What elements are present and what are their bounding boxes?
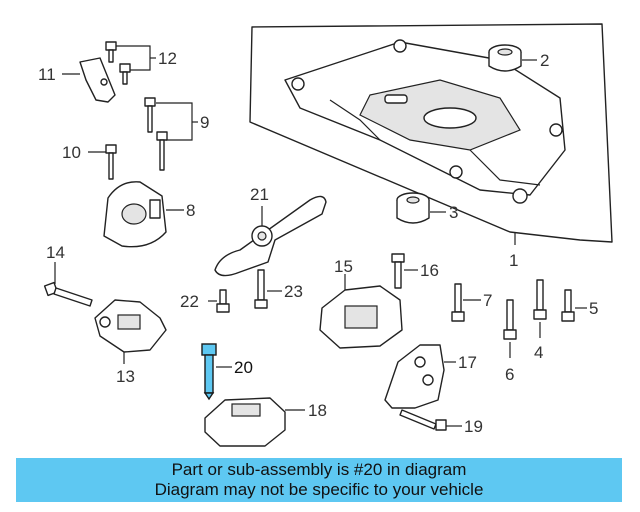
mount-part-18	[204, 397, 286, 447]
callout-5: 5	[589, 299, 598, 318]
callout-12: 12	[158, 49, 177, 68]
callout-1: 1	[509, 251, 518, 270]
bushing-part-3	[396, 192, 430, 224]
callout-21: 21	[250, 185, 269, 204]
bolt-part-16	[391, 253, 405, 289]
callout-11: 11	[38, 65, 56, 84]
bolts-part-12	[105, 41, 131, 85]
transmission-mount-part-15	[319, 285, 403, 349]
callout-6: 6	[505, 365, 514, 384]
torque-arm-part-21	[214, 195, 327, 277]
caption-line-2: Diagram may not be specific to your vehi…	[154, 480, 484, 499]
callout-2: 2	[540, 51, 549, 70]
bolt-part-4	[533, 279, 547, 320]
callout-17: 17	[458, 353, 477, 372]
callout-23: 23	[284, 282, 303, 301]
caption-line-1: Part or sub-assembly is #20 in diagram	[171, 460, 467, 479]
bracket-part-11	[79, 57, 116, 103]
callout-14: 14	[46, 243, 65, 262]
caption-banner: Part or sub-assembly is #20 in diagram D…	[16, 458, 622, 502]
subframe-inset	[249, 23, 613, 243]
bracket-part-17	[384, 344, 445, 409]
callout-19: 19	[464, 417, 483, 436]
bolt-part-20-highlighted[interactable]	[201, 343, 217, 401]
engine-mount-part-8	[103, 181, 167, 248]
callout-20: 20	[234, 358, 253, 377]
leader-lines	[54, 45, 587, 427]
callout-7: 7	[483, 291, 492, 310]
callout-18: 18	[308, 401, 327, 420]
bolt-part-10	[105, 144, 117, 180]
callout-13: 13	[116, 367, 135, 386]
callout-16: 16	[420, 261, 439, 280]
bolts-part-9	[144, 97, 168, 171]
callout-22: 22	[180, 292, 199, 311]
bushing-part-2	[488, 44, 522, 72]
callout-3: 3	[449, 203, 458, 222]
bolt-part-19	[399, 409, 447, 431]
bolt-part-23	[254, 269, 268, 309]
bolt-part-5	[561, 289, 575, 322]
bolt-part-6	[503, 299, 517, 340]
callout-4: 4	[534, 343, 543, 362]
callout-8: 8	[186, 201, 195, 220]
bolt-part-22	[216, 289, 230, 313]
callout-15: 15	[334, 257, 353, 276]
callout-10: 10	[62, 143, 81, 162]
bracket-part-13	[94, 299, 167, 353]
bolt-part-7	[451, 283, 465, 322]
bolt-part-14	[43, 281, 93, 307]
callout-9: 9	[200, 113, 209, 132]
